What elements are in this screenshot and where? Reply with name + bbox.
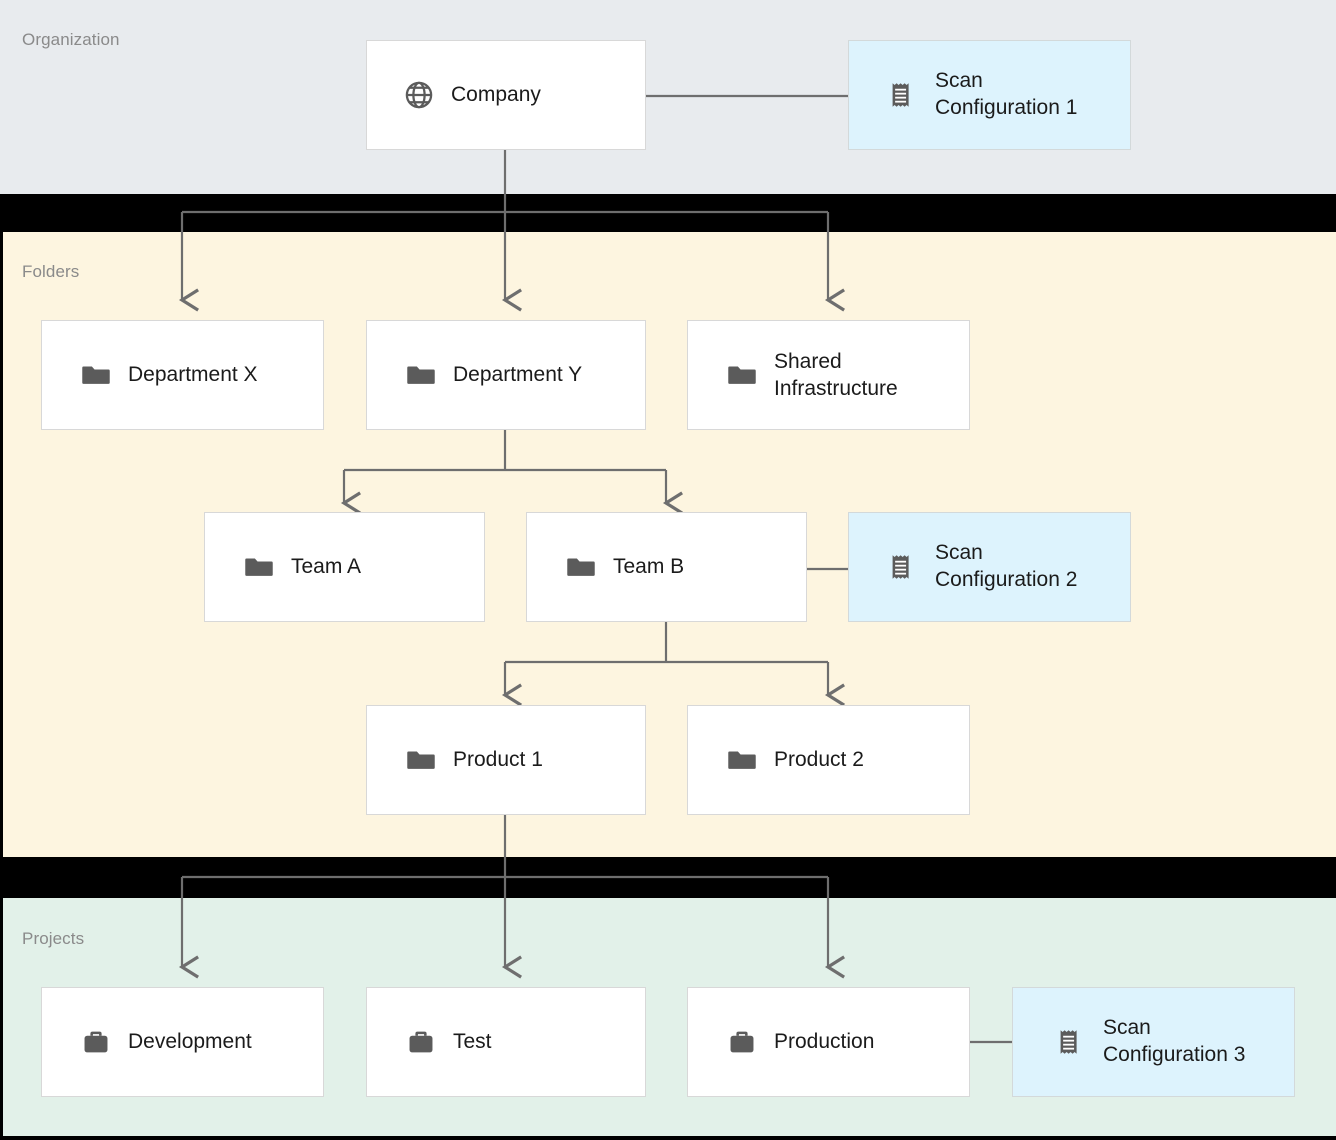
organization-band — [0, 0, 1336, 194]
node-label: Scan Configuration 2 — [935, 541, 1078, 591]
node-label: Scan Configuration 1 — [935, 69, 1078, 119]
node-label: Department X — [128, 363, 258, 387]
section-label-organization: Organization — [22, 30, 120, 49]
folder-icon — [405, 744, 437, 776]
node-company[interactable]: Company — [366, 40, 646, 150]
node-label: Development — [128, 1030, 252, 1054]
node-label: Scan Configuration 3 — [1103, 1016, 1246, 1066]
node-label: Shared Infrastructure — [774, 349, 898, 400]
node-product-1[interactable]: Product 1 — [366, 705, 646, 815]
node-department-y[interactable]: Department Y — [366, 320, 646, 430]
receipt-icon — [887, 551, 919, 583]
node-label: Department Y — [453, 363, 583, 387]
node-department-x[interactable]: Department X — [41, 320, 324, 430]
node-shared-infrastructure[interactable]: Shared Infrastructure — [687, 320, 970, 430]
node-label: Company — [451, 83, 541, 107]
node-label: Product 1 — [453, 748, 543, 772]
folder-icon — [80, 359, 112, 391]
node-scan-configuration-2[interactable]: Scan Configuration 2 — [848, 512, 1131, 622]
receipt-icon — [1055, 1026, 1087, 1058]
folder-icon — [243, 551, 275, 583]
briefcase-icon — [726, 1026, 758, 1058]
node-label: Team A — [291, 555, 362, 579]
node-label: Product 2 — [774, 748, 864, 772]
node-label: Team B — [613, 555, 685, 579]
node-label: Test — [453, 1030, 492, 1054]
receipt-icon — [887, 79, 919, 111]
separator-band-bottom — [0, 857, 1336, 898]
folder-icon — [726, 359, 758, 391]
node-team-b[interactable]: Team B — [526, 512, 807, 622]
node-development[interactable]: Development — [41, 987, 324, 1097]
node-test[interactable]: Test — [366, 987, 646, 1097]
separator-band-top — [0, 194, 1336, 232]
node-label: Production — [774, 1030, 875, 1054]
node-product-2[interactable]: Product 2 — [687, 705, 970, 815]
folder-icon — [565, 551, 597, 583]
globe-icon — [403, 79, 435, 111]
briefcase-icon — [80, 1026, 112, 1058]
node-scan-configuration-1[interactable]: Scan Configuration 1 — [848, 40, 1131, 150]
briefcase-icon — [405, 1026, 437, 1058]
section-label-projects: Projects — [22, 929, 85, 948]
folder-icon — [726, 744, 758, 776]
bottom-border — [0, 1136, 1336, 1140]
folder-icon — [405, 359, 437, 391]
node-team-a[interactable]: Team A — [204, 512, 485, 622]
section-label-folders: Folders — [22, 262, 80, 281]
node-production[interactable]: Production — [687, 987, 970, 1097]
node-scan-configuration-3[interactable]: Scan Configuration 3 — [1012, 987, 1295, 1097]
